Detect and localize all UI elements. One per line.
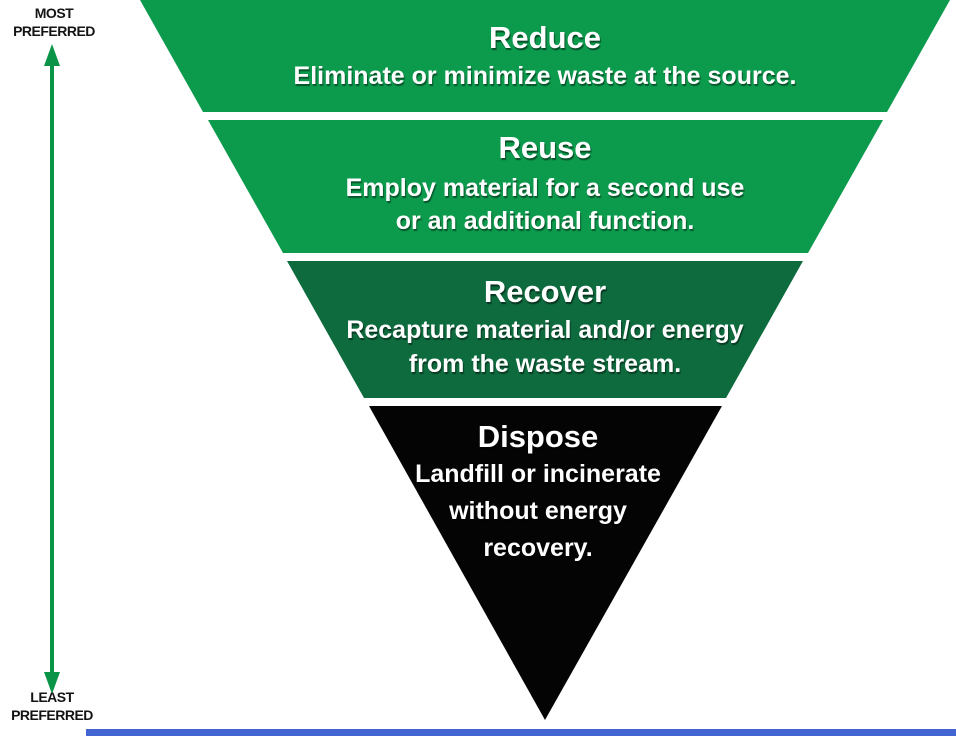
most-preferred-label-line1: MOST — [35, 5, 74, 21]
most-preferred-label-line2: PREFERRED — [13, 23, 95, 39]
preference-scale: MOST PREFERRED LEAST PREFERRED — [11, 5, 96, 723]
tier-reduce-title: Reduce — [489, 20, 601, 55]
tier-reduce: Reduce Eliminate or minimize waste at th… — [140, 0, 950, 112]
tier-dispose-desc-line: recovery. — [483, 534, 592, 562]
tier-dispose-shape — [369, 406, 722, 720]
tier-reuse: Reuse Employ material for a second use o… — [208, 120, 883, 253]
tier-recover-shape — [287, 261, 803, 398]
tier-recover-desc-line: from the waste stream. — [409, 350, 681, 378]
bottom-blue-bar — [86, 729, 956, 736]
tier-reduce-shape — [140, 0, 950, 112]
arrow-down-head-icon — [44, 672, 60, 694]
tier-reuse-desc-line: Employ material for a second use — [346, 174, 745, 202]
tier-recover-title: Recover — [484, 274, 606, 309]
tier-reuse-title: Reuse — [498, 130, 591, 165]
tier-reduce-desc-line: Eliminate or minimize waste at the sourc… — [294, 62, 797, 90]
least-preferred-label-line2: PREFERRED — [11, 707, 93, 723]
tier-dispose-title: Dispose — [478, 419, 599, 454]
tier-reuse-desc-line: or an additional function. — [396, 207, 695, 235]
tier-dispose: Dispose Landfill or incinerate without e… — [369, 406, 722, 720]
tier-dispose-desc-line: without energy — [448, 497, 627, 525]
tier-recover-desc-line: Recapture material and/or energy — [346, 316, 743, 344]
arrow-up-head-icon — [44, 44, 60, 66]
least-preferred-label-line1: LEAST — [30, 689, 74, 705]
tier-recover: Recover Recapture material and/or energy… — [287, 261, 803, 398]
tier-dispose-desc-line: Landfill or incinerate — [415, 460, 661, 488]
tier-reuse-shape — [208, 120, 883, 253]
